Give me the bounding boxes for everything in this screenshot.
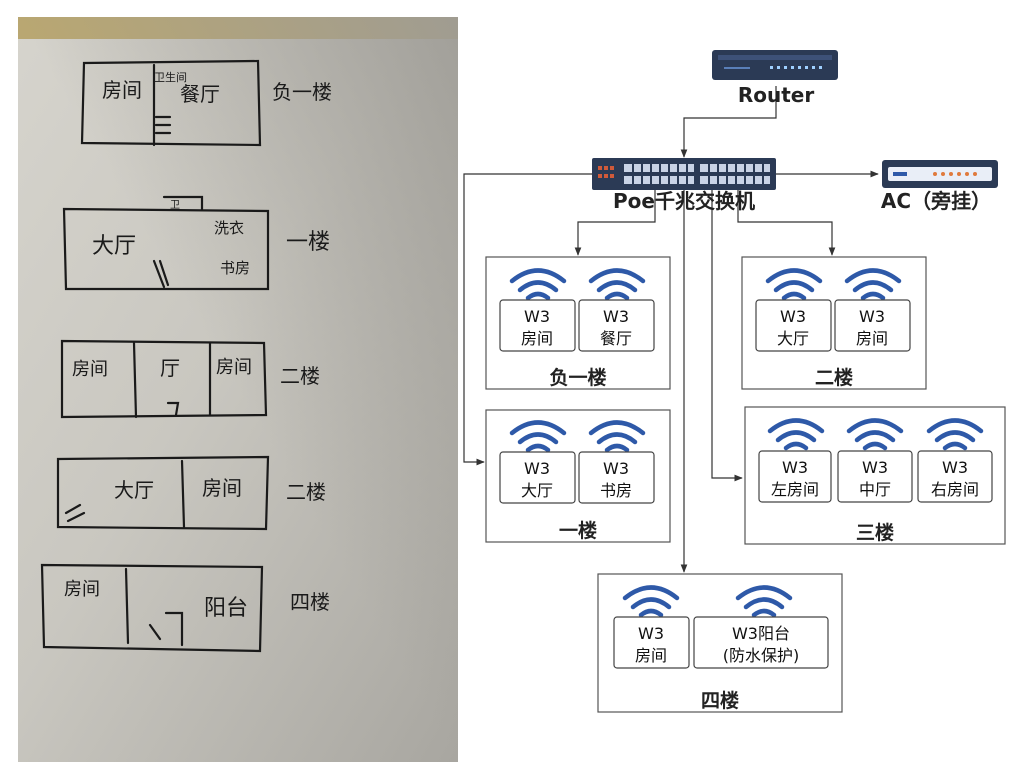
ap-model: W3 xyxy=(524,307,550,326)
ap-model: W3阳台 xyxy=(732,624,790,643)
ap-location: 房间 xyxy=(521,329,553,348)
floor-box-1: W3 大厅 W3 书房 一楼 xyxy=(485,409,671,543)
ap-model: W3 xyxy=(859,307,885,326)
ap-1-1: W3 大厅 xyxy=(499,423,576,504)
ap-4-1: W3 房间 xyxy=(613,588,690,669)
sketch-b1-room-1: 房间 xyxy=(102,78,142,102)
ap-3-3: W3 右房间 xyxy=(917,421,993,503)
ap-location: 大厅 xyxy=(521,481,553,500)
ap-model: W3 xyxy=(603,459,629,478)
ap-location: 房间 xyxy=(635,646,667,665)
floor-label-3: 三楼 xyxy=(856,521,894,544)
sketch-1-room-3: 洗衣 xyxy=(214,219,244,237)
router-label: Router xyxy=(738,83,815,107)
floor-label-1: 一楼 xyxy=(559,519,597,542)
ap-model: W3 xyxy=(603,307,629,326)
switch-icon xyxy=(592,158,776,190)
ap-model: W3 xyxy=(524,459,550,478)
ap-model: W3 xyxy=(862,458,888,477)
floor-box-2: W3 大厅 W3 房间 二楼 xyxy=(741,256,927,390)
sketch-3-room-2: 房间 xyxy=(202,476,242,500)
sketch-floor-b1: 房间 卫生间 餐厅 负一楼 xyxy=(80,59,332,147)
sketch-3-room-1: 大厅 xyxy=(114,478,154,502)
sketch-b1-room-2: 卫生间 xyxy=(154,70,187,84)
sketch-2-room-1: 房间 xyxy=(72,359,108,380)
floor-label-2: 二楼 xyxy=(815,366,853,389)
ap-b1-2: W3 餐厅 xyxy=(578,271,655,352)
ap-2-2: W3 房间 xyxy=(834,271,911,352)
sketch-1-level: 一楼 xyxy=(286,230,330,255)
floor-plan-photo: 房间 卫生间 餐厅 负一楼 大厅 卫 洗衣 书房 一楼 房间 厅 房间 二楼 大… xyxy=(18,17,458,762)
ap-model: W3 xyxy=(782,458,808,477)
sketch-b1-room-3: 餐厅 xyxy=(180,82,220,106)
sketch-2-room-3: 房间 xyxy=(216,357,252,378)
sketch-1-room-2: 卫 xyxy=(170,200,180,211)
ap-location: 大厅 xyxy=(777,329,809,348)
connections xyxy=(463,86,879,573)
switch-device: Poe千兆交换机 xyxy=(592,158,776,213)
sketch-floor-4: 房间 阳台 四楼 xyxy=(40,563,330,653)
ap-location: 书房 xyxy=(600,481,632,500)
sketch-3-level: 二楼 xyxy=(286,480,326,504)
ap-model: W3 xyxy=(942,458,968,477)
sketch-1-room-4: 书房 xyxy=(220,259,250,277)
ap-3-2: W3 中厅 xyxy=(837,421,913,503)
ap-2-1: W3 大厅 xyxy=(755,271,832,352)
sketch-2-level: 二楼 xyxy=(280,364,320,388)
ac-device: AC（旁挂） xyxy=(881,160,998,213)
sketch-4-room-2: 阳台 xyxy=(204,596,248,621)
sketch-4-room-1: 房间 xyxy=(64,579,100,600)
sketch-floor-1: 大厅 卫 洗衣 书房 一楼 xyxy=(62,195,330,291)
ap-model: W3 xyxy=(638,624,664,643)
ap-4-2: W3阳台 (防水保护) xyxy=(693,588,829,669)
ap-1-2: W3 书房 xyxy=(578,423,655,504)
floor-box-4: W3 房间 W3阳台 (防水保护) 四楼 xyxy=(597,573,843,713)
router-device: Router xyxy=(712,50,838,107)
sketch-2-room-2: 厅 xyxy=(160,356,180,380)
ap-location: (防水保护) xyxy=(723,646,800,665)
sketch-4-level: 四楼 xyxy=(290,590,330,614)
ap-location: 右房间 xyxy=(931,480,979,499)
ap-location: 左房间 xyxy=(771,480,819,499)
ap-location: 餐厅 xyxy=(600,329,632,348)
ap-3-1: W3 左房间 xyxy=(758,421,832,503)
sketch-1-room-1: 大厅 xyxy=(92,234,136,259)
floor-box-3: W3 左房间 W3 中厅 W3 右房间 三楼 xyxy=(744,406,1006,545)
ap-location: 中厅 xyxy=(859,480,891,499)
ap-model: W3 xyxy=(780,307,806,326)
switch-label: Poe千兆交换机 xyxy=(613,189,755,213)
floor-label-4: 四楼 xyxy=(701,689,739,712)
ap-b1-1: W3 房间 xyxy=(499,271,576,352)
sketch-b1-level: 负一楼 xyxy=(272,80,332,104)
floor-box-b1: W3 房间 W3 餐厅 负一楼 xyxy=(485,256,671,390)
ac-label: AC（旁挂） xyxy=(881,189,991,213)
ap-location: 房间 xyxy=(856,329,888,348)
router-icon xyxy=(712,50,838,80)
sketch-floor-2: 房间 厅 房间 二楼 xyxy=(60,339,320,419)
sketch-floor-3: 大厅 房间 二楼 xyxy=(56,455,326,531)
floor-label-b1: 负一楼 xyxy=(549,366,606,389)
